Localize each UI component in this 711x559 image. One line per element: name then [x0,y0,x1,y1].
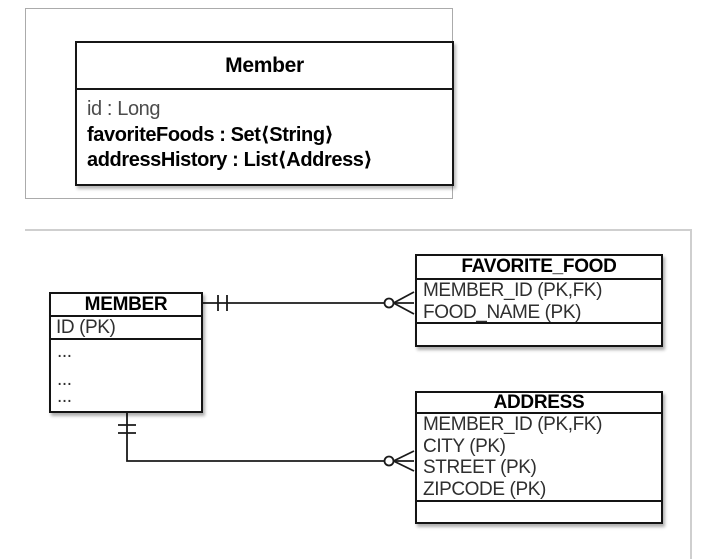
erd-column-row: FOOD_NAME (PK) [423,301,582,323]
erd-member-ellipsis-row: ... [57,386,72,407]
erd-table-member-title: MEMBER [51,294,201,317]
erd-table-member: MEMBER ID (PK) ... ... ... [49,292,203,413]
erd-column-row: STREET (PK) [423,457,537,478]
uml-attribute-list: id : Long favoriteFoods : Set⟨String⟩ ad… [77,90,452,174]
erd-column-row: ZIPCODE (PK) [423,478,546,500]
relationship-member-favorite-food [203,291,415,315]
erd-column-row: MEMBER_ID (PK,FK) [423,414,602,435]
relationship-member-address [118,413,415,472]
crows-foot-icon [393,291,415,315]
erd-column-row: CITY (PK) [423,435,506,457]
erd-favorite-food-rows: MEMBER_ID (PK,FK) FOOD_NAME (PK) [417,280,661,324]
uml-class-title: Member [77,43,452,90]
exactly-one-ticks-icon [217,295,228,311]
erd-member-pk-row: ID (PK) [51,317,201,340]
zero-or-many-circle-icon [383,455,395,467]
erd-address-rows: MEMBER_ID (PK,FK) CITY (PK) STREET (PK) … [417,414,661,502]
crows-foot-icon [393,450,415,472]
uml-class-member: Member id : Long favoriteFoods : Set⟨Str… [75,41,454,186]
erd-member-ellipsis-row: ... [57,369,72,390]
zero-or-many-circle-icon [383,297,395,309]
erd-table-address: ADDRESS MEMBER_ID (PK,FK) CITY (PK) STRE… [415,391,663,524]
erd-member-body: ... ... ... [51,340,201,407]
erd-member-ellipsis-row: ... [57,341,72,362]
erd-table-favorite-food: FAVORITE_FOOD MEMBER_ID (PK,FK) FOOD_NAM… [415,254,663,347]
erd-table-address-title: ADDRESS [417,392,661,414]
uml-attribute-id: id : Long [87,98,161,120]
uml-panel: Member id : Long favoriteFoods : Set⟨Str… [25,8,454,199]
erd-table-favorite-food-title: FAVORITE_FOOD [417,256,661,280]
erd-column-row: MEMBER_ID (PK,FK) [423,280,602,301]
uml-attribute-address-history: addressHistory : List⟨Address⟩ [87,149,373,171]
uml-attribute-favorite-foods: favoriteFoods : Set⟨String⟩ [87,123,334,146]
exactly-one-ticks-icon [118,424,136,434]
